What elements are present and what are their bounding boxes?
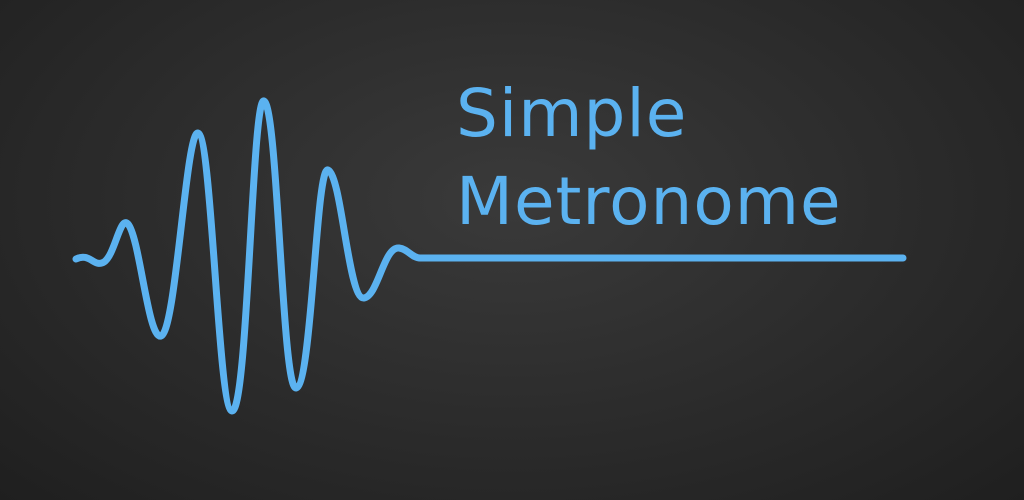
- title-line-metronome: Metronome: [456, 163, 842, 240]
- waveform-path: [72, 97, 424, 415]
- app-title: Simple Metronome: [456, 70, 842, 246]
- title-line-simple: Simple: [456, 75, 688, 152]
